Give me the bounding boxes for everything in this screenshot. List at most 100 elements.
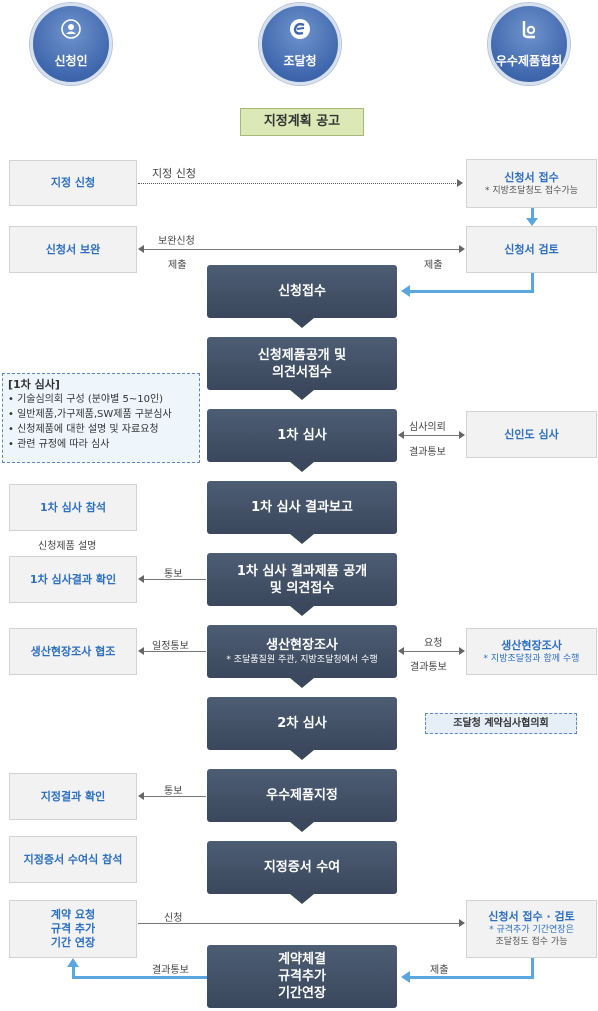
label-apply2: 신청	[164, 913, 183, 924]
flow-arrow	[290, 534, 314, 544]
arrow-head	[398, 647, 404, 655]
user-icon	[61, 19, 81, 39]
arrow-head	[138, 647, 144, 655]
contract-line: 계약 요청	[50, 908, 96, 921]
label-result-notice3: 결과통보	[152, 965, 189, 976]
step-label: 신청접수	[278, 284, 326, 299]
step-review2: 2차 심사	[207, 697, 397, 750]
confirm-review1-label: 1차 심사결과 확인	[29, 572, 117, 586]
arrow-head	[401, 971, 410, 983]
step-contract: 계약체결 규격추가 기간연장	[207, 945, 397, 1008]
actor-label: 조달청	[283, 54, 317, 68]
field-coop-box: 생산현장조사 협조	[9, 628, 137, 675]
ceremony-box: 지정증서 수여식 참석	[9, 836, 137, 883]
step-label: 의견서접수	[272, 364, 332, 380]
result-confirm-label: 지정결과 확인	[40, 789, 106, 803]
confirm-review1-box: 1차 심사결과 확인	[9, 556, 137, 603]
step-label: 1차 심사 결과보고	[251, 500, 353, 515]
actor-association: 우수제품협회	[488, 3, 570, 85]
step-label: 생산현장조사	[266, 638, 338, 653]
label-submit3: 제출	[430, 965, 449, 976]
contract-committee: 조달청 계약심사협의회	[425, 713, 577, 734]
connector-newness	[403, 435, 460, 436]
flow-arrow	[290, 894, 314, 904]
step-receipt: 신청접수	[207, 265, 397, 318]
result-confirm-box: 지정결과 확인	[9, 773, 137, 820]
flow-arrow	[290, 318, 314, 328]
label-submit-left: 제출	[168, 260, 187, 271]
arrow-head	[67, 958, 79, 967]
label-notify2: 통보	[164, 786, 183, 797]
arrow-head	[138, 792, 144, 800]
step-label: 지정증서 수여	[263, 860, 341, 875]
final-receive-label: 신청서 접수 · 검토	[488, 910, 575, 923]
final-receive-note: * 규격추가 기간연장은	[489, 925, 574, 935]
connector-fieldcoop	[144, 651, 206, 652]
field-survey-note: * 지방조달청과 함께 수행	[483, 653, 580, 664]
receive-label: 신청서 접수	[504, 170, 559, 184]
attend-review1-label: 1차 심사 참석	[40, 500, 106, 514]
label-submit-right: 제출	[424, 260, 443, 271]
arrow-head	[459, 431, 465, 439]
connector-confirm1	[144, 579, 206, 580]
actor-procurement: 조달청	[259, 3, 341, 85]
step-label: 신청제품공개 및	[257, 347, 347, 363]
step-report1: 1차 심사 결과보고	[207, 481, 397, 534]
flow-arrow	[290, 678, 314, 688]
review1-item: • 관련 규정에 따라 심사	[8, 439, 110, 450]
supplement-box: 신청서 보완	[9, 226, 137, 273]
field-survey-box: 생산현장조사 * 지방조달청과 함께 수행	[466, 628, 597, 675]
review1-title: [1차 심사]	[8, 378, 60, 391]
step-note: * 조달품질원 주관, 지방조달청에서 수행	[226, 655, 378, 665]
connector-receive-review	[531, 208, 534, 219]
apply-label: 지정 신청	[50, 176, 96, 189]
step-label: 2차 심사	[277, 716, 327, 731]
connector-review-receipt	[531, 273, 534, 293]
step-label: 1차 심사 결과제품 공개	[236, 563, 368, 579]
step-label: 기간연장	[278, 986, 326, 1001]
final-receive-box: 신청서 접수 · 검토 * 규격추가 기간연장은 조달청도 접수 가능	[466, 900, 597, 958]
arrow-head	[459, 919, 465, 927]
label-request: 요청	[424, 638, 443, 649]
actor-label: 우수제품협회	[495, 54, 563, 68]
step-review1: 1차 심사	[207, 409, 397, 462]
connector-apply	[138, 183, 458, 184]
contract-line: 규격 추가	[50, 922, 96, 935]
step-designate: 우수제품지정	[207, 769, 397, 822]
actor-applicant: 신청인	[30, 3, 112, 85]
step-publish2: 1차 심사 결과제품 공개 및 의견접수	[207, 553, 397, 606]
arrow-head	[526, 218, 538, 226]
step-certificate: 지정증서 수여	[207, 841, 397, 894]
connector-contract-left	[72, 976, 207, 979]
flow-arrow	[290, 390, 314, 400]
connector-fieldsurvey	[403, 651, 460, 652]
step-label: 1차 심사	[277, 428, 327, 443]
contract-request-box: 계약 요청 규격 추가 기간 연장	[9, 900, 137, 958]
label-review-req: 심사의뢰	[409, 422, 446, 433]
arrow-head	[459, 245, 465, 253]
review1-details: [1차 심사] • 기술심의회 구성 (분야별 5~10인) • 일반제품,가구…	[2, 373, 200, 463]
receive-box: 신청서 접수 * 지방조달청도 접수가능	[466, 159, 597, 208]
arrow-head	[138, 575, 144, 583]
step-label: 규격추가	[278, 969, 326, 984]
label-supp-req: 보완신청	[158, 236, 195, 247]
label-result-notice: 결과통보	[409, 447, 446, 458]
plan-notice: 지정계획 공고	[240, 108, 364, 136]
step-publish: 신청제품공개 및 의견서접수	[207, 337, 397, 390]
connector-contract-left	[72, 966, 75, 979]
arrow-head	[138, 245, 144, 253]
arrow-head	[398, 431, 404, 439]
step-label: 우수제품지정	[266, 788, 338, 803]
actor-label: 신청인	[54, 54, 88, 68]
flow-arrow	[290, 462, 314, 472]
procurement-logo-icon	[290, 19, 310, 39]
step-label: 계약체결	[278, 952, 326, 967]
connector-supplement	[144, 249, 460, 250]
association-logo-icon	[522, 21, 536, 39]
step-label: 및 의견접수	[269, 580, 335, 596]
label-explain: 신청제품 설명	[38, 541, 97, 552]
flow-arrow	[290, 606, 314, 616]
final-receive-note: 조달청도 접수 가능	[495, 937, 568, 947]
connector-final-contract	[410, 976, 534, 979]
arrow-head	[459, 647, 465, 655]
